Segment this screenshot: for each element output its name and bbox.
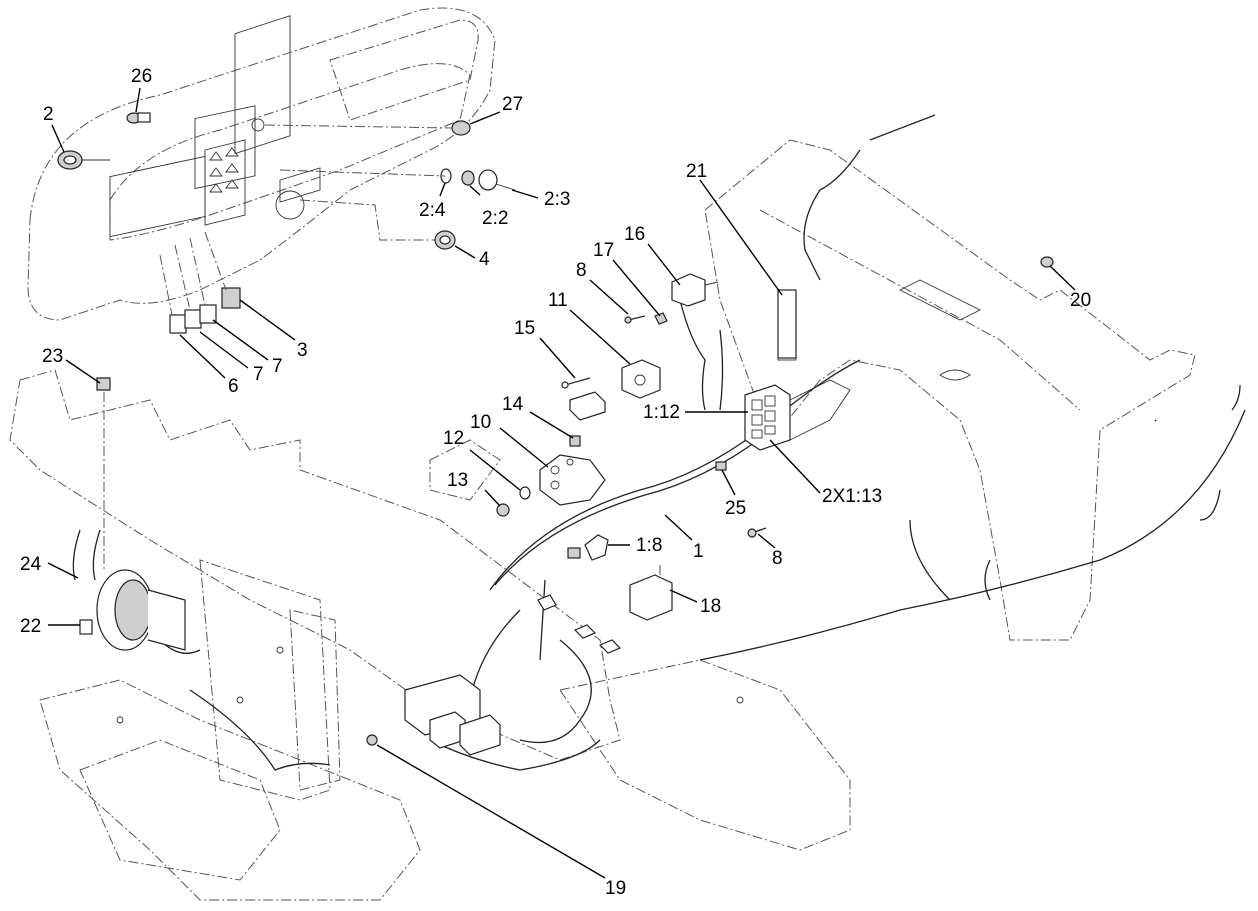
callout-2-2: 2:2 [482, 208, 508, 229]
dashboard-panel [27, 7, 496, 321]
callout-1: 1 [693, 541, 704, 562]
callout-6: 6 [228, 376, 239, 397]
part-26-indicator-lamp [126, 112, 151, 124]
part-25-diode [715, 461, 727, 471]
callout-7b: 7 [253, 364, 264, 385]
part-20-grommet [1040, 256, 1054, 268]
leader-lines [47, 87, 1157, 879]
callout-22: 22 [20, 616, 41, 637]
callout-21: 21 [686, 161, 707, 182]
callout-11: 11 [548, 290, 568, 311]
part-11-module [621, 359, 661, 399]
part-2-4-washer [440, 168, 452, 184]
part-17-clip [654, 312, 668, 325]
callout-1-8: 1:8 [636, 535, 662, 556]
callout-labels: 26 2 27 2:4 2:2 2:3 4 3 7 7 6 23 21 16 1… [20, 66, 1091, 899]
callout-20: 20 [1070, 290, 1091, 311]
part-23-bolt [96, 377, 111, 570]
part-12-washer [519, 486, 531, 500]
part-18-relay [629, 565, 673, 621]
connector-plug [569, 391, 606, 421]
part-12-fuse-block [744, 379, 851, 451]
callout-26: 26 [131, 66, 152, 87]
callout-2-4: 2:4 [419, 200, 446, 221]
part-1-8-connector [567, 534, 609, 561]
callout-8-lower: 8 [772, 548, 783, 569]
callout-4: 4 [479, 249, 490, 270]
part-14-nut [569, 435, 581, 447]
front-frame [9, 369, 851, 901]
callout-17: 17 [593, 240, 614, 261]
callout-3: 3 [297, 340, 308, 361]
part-2-2-nut [461, 170, 475, 186]
callout-14: 14 [502, 394, 524, 415]
callout-23: 23 [42, 346, 63, 367]
callout-10: 10 [470, 412, 491, 433]
part-4-power-outlet [434, 230, 456, 250]
part-8-screw-lower [747, 527, 767, 538]
part-8-screw-upper [624, 315, 646, 324]
callout-27: 27 [502, 94, 523, 115]
relay-bank [404, 674, 501, 756]
part-15-pin [561, 377, 591, 389]
callout-24: 24 [20, 554, 42, 575]
wire-harness [72, 114, 1246, 771]
callout-7a: 7 [272, 356, 283, 377]
callout-2: 2 [43, 104, 54, 125]
callout-2-3: 2:3 [544, 189, 570, 210]
part-24-horn [96, 569, 186, 651]
callout-12: 12 [443, 428, 464, 449]
part-2-3-key [478, 169, 516, 191]
part-2-key-switch [57, 150, 110, 170]
part-16-bracket-relay [671, 273, 719, 307]
part-19-screw [366, 734, 378, 746]
part-21-label [777, 289, 797, 359]
callout-16: 16 [624, 224, 645, 245]
callout-13: 13 [447, 470, 468, 491]
callout-18: 18 [700, 596, 721, 617]
rocker-switches [159, 231, 241, 334]
callout-15: 15 [514, 318, 535, 339]
part-10-solenoid [539, 454, 606, 506]
callout-1-12: 1:12 [643, 402, 680, 423]
callout-8-upper: 8 [576, 260, 587, 281]
part-22-bracket [79, 619, 93, 635]
part-27-plug [451, 120, 471, 136]
callout-2x1-13: 2X1:13 [822, 486, 882, 507]
horn-bracket-connectors [537, 594, 622, 654]
part-13-nut [496, 503, 510, 517]
callout-25: 25 [725, 498, 746, 519]
callout-19: 19 [605, 878, 626, 899]
